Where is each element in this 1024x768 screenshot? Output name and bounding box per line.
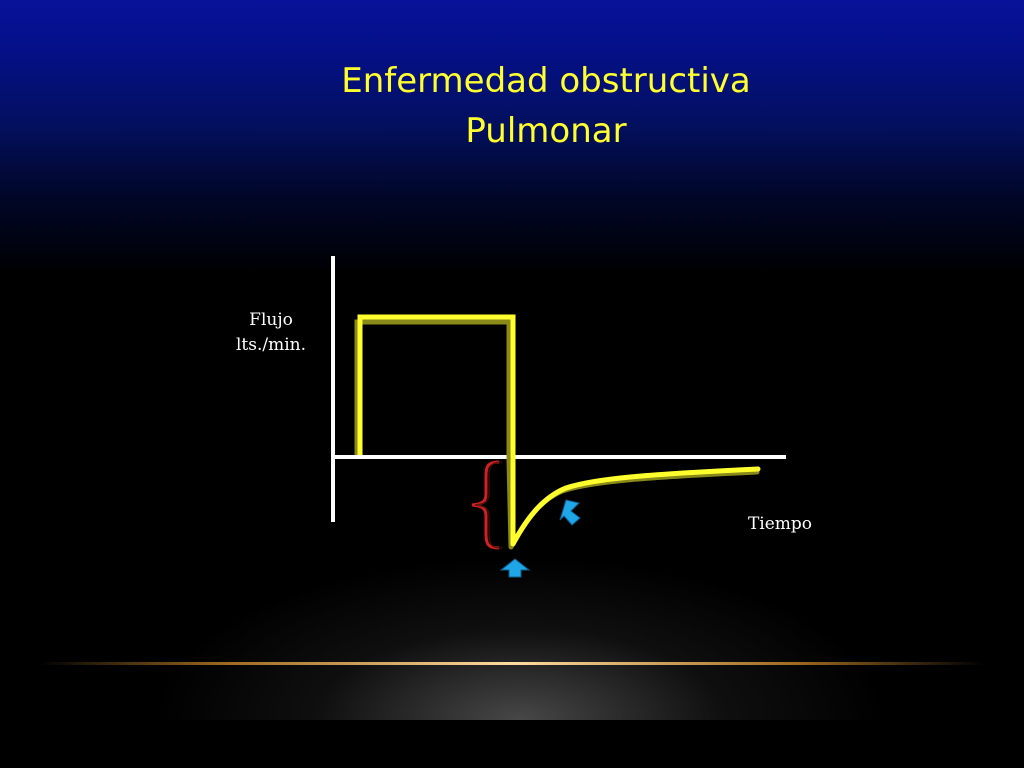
up-arrow-icon: [499, 558, 531, 578]
y-axis-label: Flujo lts./min.: [216, 308, 326, 358]
expiratory-flow-curve: [510, 457, 761, 547]
slide-title-line-1: Enfermedad obstructiva: [341, 61, 751, 101]
y-axis-label-line-1: Flujo: [249, 310, 293, 330]
slide-title: Enfermedad obstructiva Pulmonar: [250, 56, 842, 156]
slide-title-line-2: Pulmonar: [465, 111, 627, 151]
bottom-decorative-line: [40, 662, 984, 665]
background-glow: [160, 560, 880, 720]
y-axis-label-line-2: lts./min.: [235, 335, 307, 355]
inspiratory-square-wave: [357, 314, 516, 460]
curly-brace-shadow: [474, 461, 503, 549]
inspiratory-wave-shadow: [354, 319, 512, 460]
x-axis-label: Tiempo: [747, 514, 813, 534]
diagonal-arrow-icon: [559, 499, 581, 526]
curly-brace-bracket-icon: [471, 460, 500, 550]
